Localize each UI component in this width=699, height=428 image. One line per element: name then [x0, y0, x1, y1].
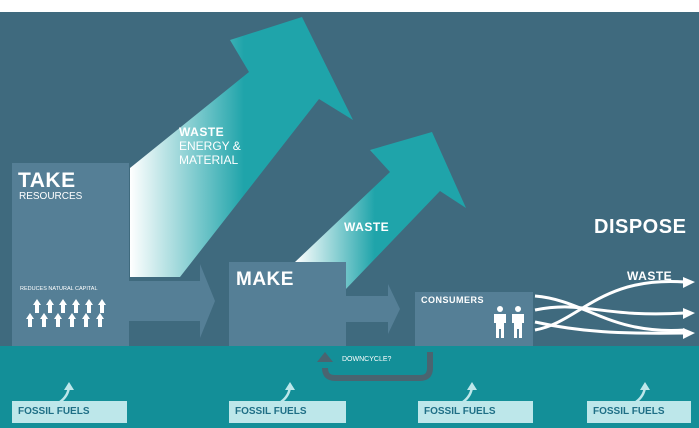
fossil-fuel-arrowheads: [64, 382, 650, 390]
resource-arrow: [98, 299, 106, 313]
resource-arrow: [40, 313, 48, 327]
flow-arrow-take-make: [129, 264, 215, 338]
resource-arrow: [59, 299, 67, 313]
dispose-title: DISPOSE: [594, 216, 687, 238]
resource-arrow: [85, 299, 93, 313]
top-margin: [0, 0, 699, 12]
dispose-arrowheads: [683, 277, 695, 339]
make-title: MAKE: [236, 269, 294, 290]
fossil-fuels-label-make: FOSSIL FUELS: [229, 401, 346, 423]
downcycle-label: DOWNCYCLE?: [342, 356, 392, 363]
downcycle-arrow: [317, 352, 433, 381]
resource-arrows: [26, 299, 106, 327]
resource-arrow: [33, 299, 41, 313]
fossil-fuels-label-dispose: FOSSIL FUELS: [587, 401, 691, 423]
resource-arrow: [46, 299, 54, 313]
dispose-arrows: [534, 279, 686, 335]
fossil-fuels-label-consumers: FOSSIL FUELS: [418, 401, 533, 423]
waste-large-line-3: MATERIAL: [179, 153, 239, 167]
fossil-fuels-label-take: FOSSIL FUELS: [12, 401, 127, 423]
waste-large-line-2: ENERGY &: [179, 139, 241, 153]
resource-arrow: [68, 313, 76, 327]
waste-small-label: WASTE: [344, 220, 390, 234]
take-note: REDUCES NATURAL CAPITAL: [20, 286, 98, 292]
resource-arrow: [72, 299, 80, 313]
resource-arrow: [54, 313, 62, 327]
waste-arrow-large: [130, 17, 353, 277]
resource-arrow: [82, 313, 90, 327]
resource-arrow: [26, 313, 34, 327]
flow-arrow-make-consumers: [346, 284, 400, 334]
take-title: TAKE: [18, 169, 76, 192]
consumers-title: CONSUMERS: [421, 295, 485, 305]
take-subtitle: RESOURCES: [19, 191, 83, 202]
waste-large-line-1: WASTE: [179, 125, 225, 139]
resource-arrow: [96, 313, 104, 327]
waste-arrow-small: [295, 132, 466, 290]
dispose-waste-label: WASTE: [627, 269, 673, 283]
people-icon: [494, 306, 524, 338]
make-box: [229, 262, 346, 346]
